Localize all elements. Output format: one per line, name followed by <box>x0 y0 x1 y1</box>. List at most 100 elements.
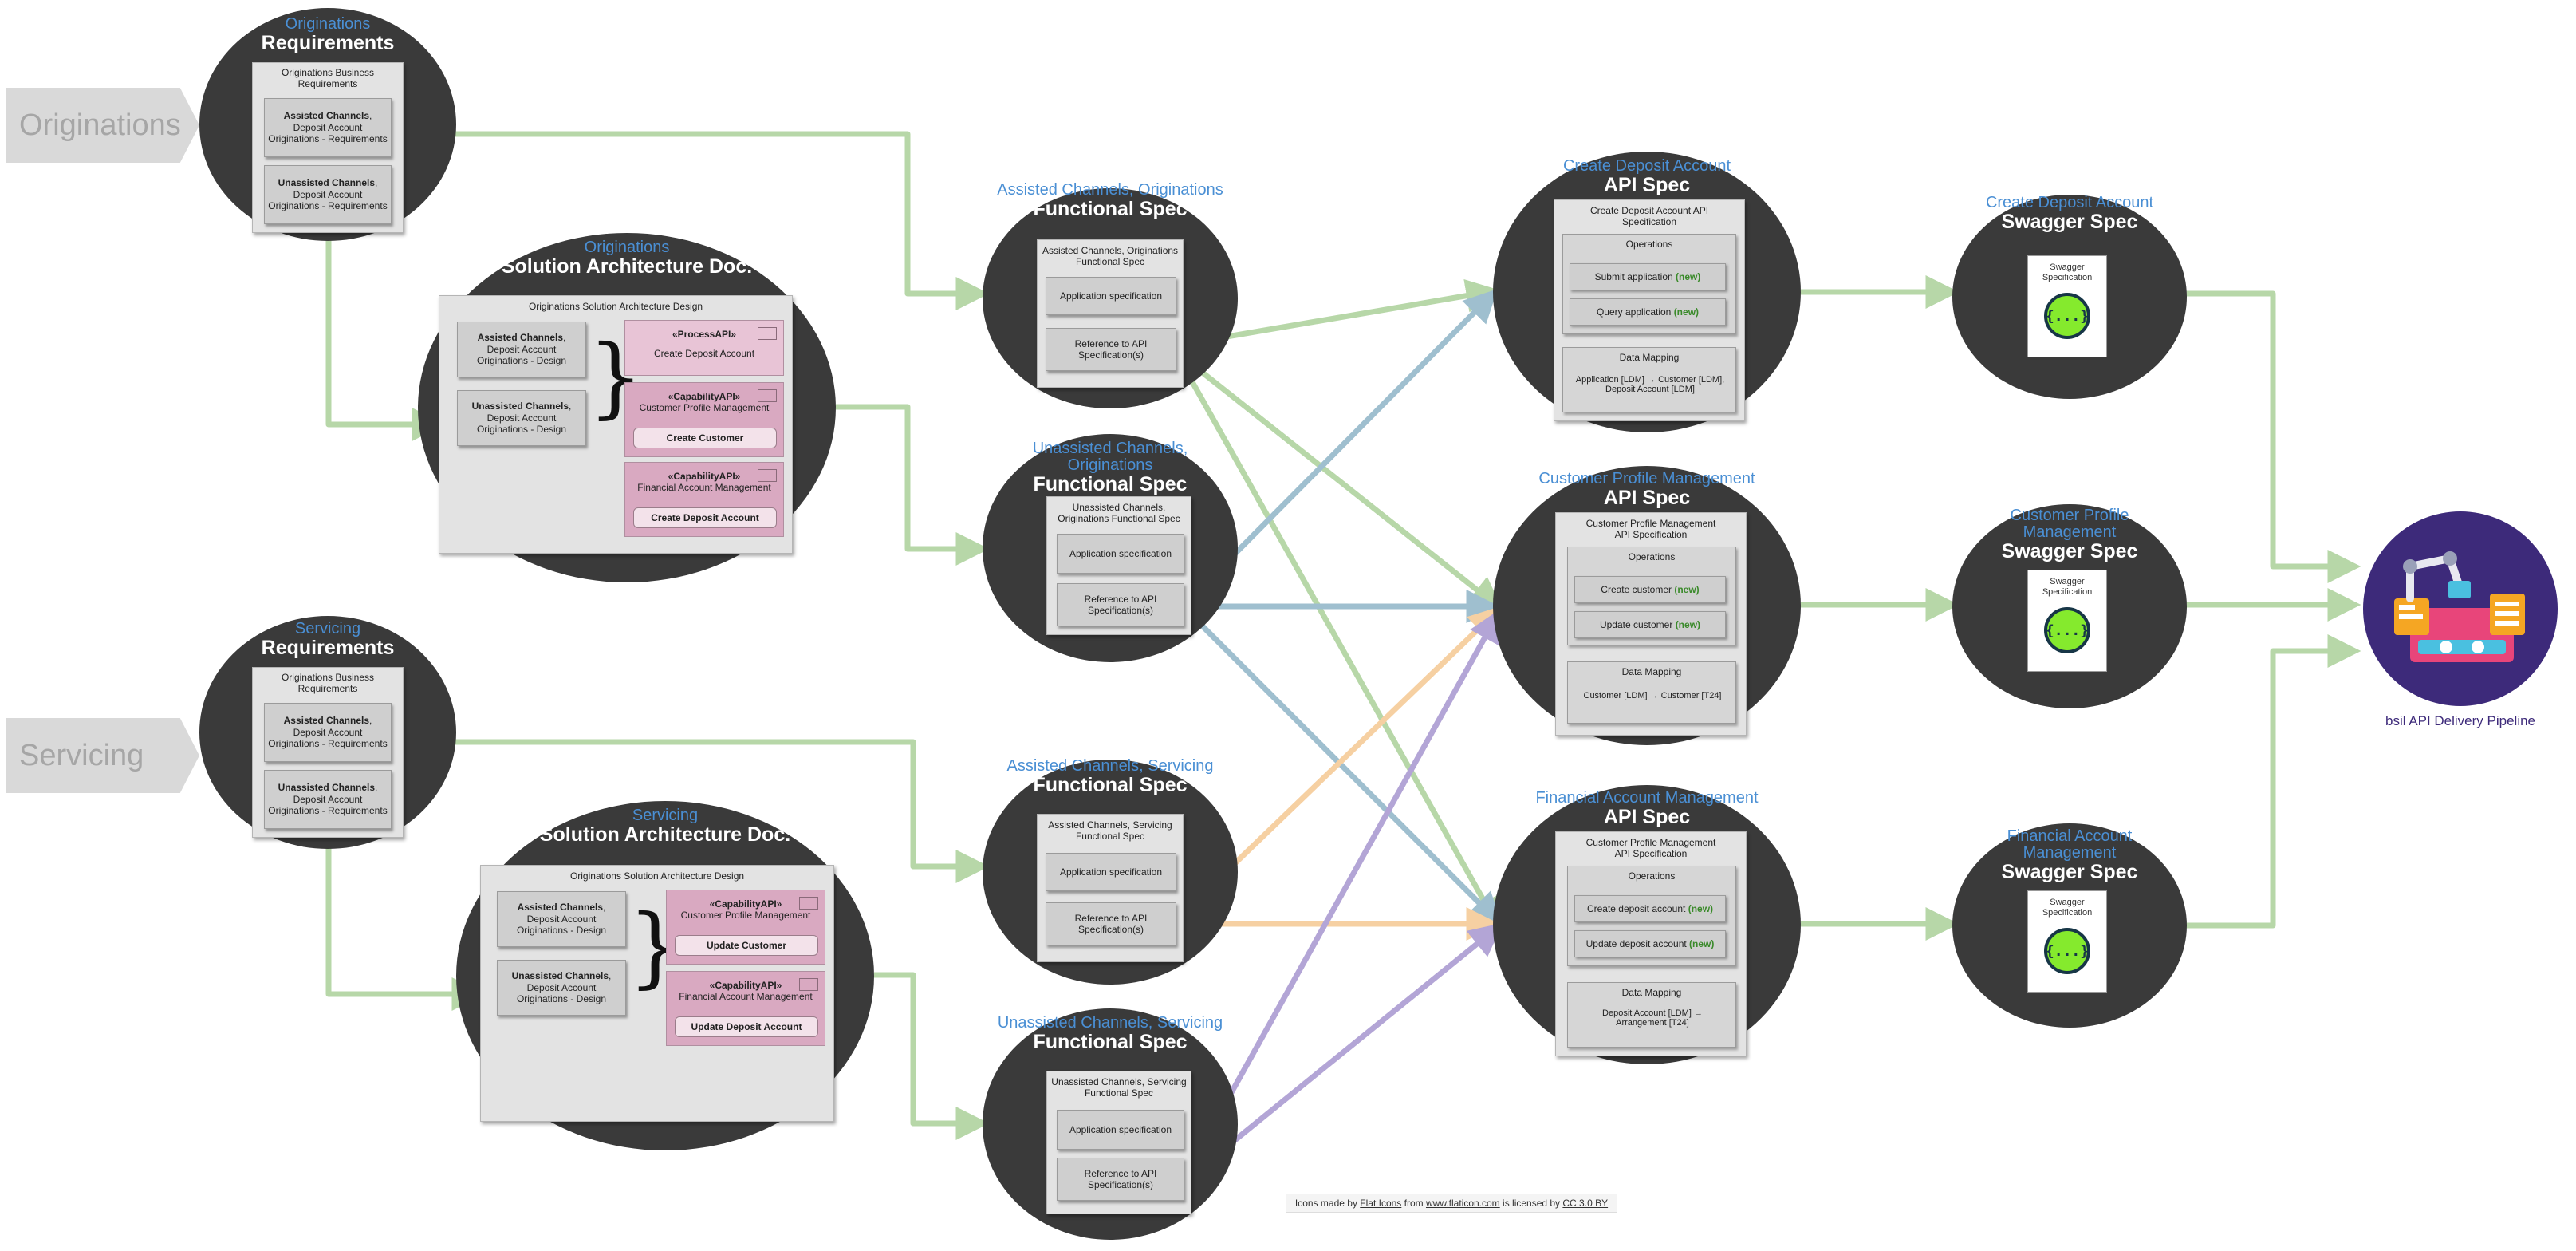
node-subtitle: Customer Profile Management <box>1538 470 1755 487</box>
capability-api-card-financial[interactable]: «CapabilityAPI» Financial Account Manage… <box>666 971 825 1046</box>
operation-create-deposit-account[interactable]: Create deposit account (new) <box>1574 895 1726 922</box>
node-subtitle: Assisted Channels, Servicing <box>1006 757 1214 775</box>
group-title: Data Mapping <box>1621 987 1682 998</box>
process-api-card[interactable]: «ProcessAPI» Create Deposit Account <box>624 320 784 376</box>
business-requirements-document[interactable]: Originations Business Requirements Assis… <box>252 667 404 838</box>
document-title: Create Deposit Account API Specification <box>1589 205 1709 228</box>
requirements-card-assisted[interactable]: Assisted Channels, Deposit Account Origi… <box>264 98 392 157</box>
operation-update-deposit-account[interactable]: Update deposit account (new) <box>1574 930 1726 957</box>
operation-submit-application[interactable]: Submit application (new) <box>1570 263 1726 290</box>
card-label: , Deposit Account Originations - Design <box>476 332 567 367</box>
operation-label: Create deposit account <box>1586 903 1686 914</box>
connector-fs2-api3 <box>1184 608 1503 926</box>
node-subtitle: Financial Account Management <box>1535 789 1759 807</box>
requirements-card-unassisted[interactable]: Unassisted Channels, Deposit Account Ori… <box>264 770 392 829</box>
document-title: Assisted Channels, Servicing Functional … <box>1048 819 1172 843</box>
api-reference-card[interactable]: Reference to API Specification(s) <box>1057 583 1184 626</box>
application-specification-card[interactable]: Application specification <box>1057 534 1184 574</box>
document-title: Originations Business Requirements <box>281 67 375 90</box>
pipeline-node[interactable] <box>2362 511 2558 707</box>
swagger-spec-title: Financial Account Management Swagger Spe… <box>1920 828 2219 883</box>
node-subtitle: Originations <box>584 239 670 256</box>
api-name: Financial Account Management <box>637 482 771 493</box>
requirements-card-assisted[interactable]: Assisted Channels, Deposit Account Origi… <box>264 703 392 762</box>
application-specification-card[interactable]: Application specification <box>1046 853 1176 891</box>
capability-api-card-financial[interactable]: «CapabilityAPI» Financial Account Manage… <box>624 462 784 537</box>
document-title: Unassisted Channels, Originations Functi… <box>1058 502 1180 525</box>
node-subtitle: Unassisted Channels, Servicing <box>997 1014 1223 1032</box>
mapping-text: Deposit Account [LDM] → Arrangement [T24… <box>1602 1008 1703 1028</box>
functional-spec-document[interactable]: Assisted Channels, Originations Function… <box>1037 239 1184 388</box>
node-title: Swagger Spec <box>2001 861 2138 883</box>
operations-group: Operations Create customer (new) Update … <box>1567 547 1736 645</box>
connector-swagger3-pipeline <box>2187 634 2361 929</box>
connector-orig-req-sad <box>325 239 446 441</box>
group-title: Operations <box>1628 870 1676 882</box>
create-deposit-account-operation[interactable]: Create Deposit Account <box>633 507 777 528</box>
application-specification-card[interactable]: Application specification <box>1057 1110 1184 1150</box>
operation-update-customer[interactable]: Update customer (new) <box>1574 611 1726 638</box>
node-subtitle: Servicing <box>294 620 361 637</box>
card-bold-label: Unassisted Channels <box>471 401 569 412</box>
new-tag: (new) <box>1688 903 1714 914</box>
api-specification-document[interactable]: Customer Profile Management API Specific… <box>1555 831 1747 1056</box>
node-title: Functional Spec <box>1033 774 1188 796</box>
data-mapping-group: Data Mapping Application [LDM] → Custome… <box>1562 347 1736 412</box>
node-title: Requirements <box>261 32 395 54</box>
swagger-document[interactable]: Swagger Specification {...} <box>2027 255 2107 357</box>
business-requirements-document[interactable]: Originations Business Requirements Assis… <box>252 62 404 233</box>
originations-requirements-title: Originations Requirements <box>199 16 456 54</box>
functional-spec-document[interactable]: Unassisted Channels, Originations Functi… <box>1046 496 1191 635</box>
footer-text: from <box>1401 1198 1426 1209</box>
api-specification-document[interactable]: Create Deposit Account API Specification… <box>1554 199 1745 421</box>
card-label: , Deposit Account Originations - Design <box>516 902 607 937</box>
lane-label-servicing: Servicing <box>6 718 199 793</box>
design-card-assisted[interactable]: Assisted Channels, Deposit Account Origi… <box>457 322 586 377</box>
functional-spec-document[interactable]: Assisted Channels, Servicing Functional … <box>1037 814 1184 962</box>
connector-swagger1-pipeline <box>2187 290 2361 583</box>
capability-api-card-customer[interactable]: «CapabilityAPI» Customer Profile Managem… <box>666 890 825 965</box>
requirements-card-unassisted[interactable]: Unassisted Channels, Deposit Account Ori… <box>264 165 392 224</box>
node-title: Functional Spec <box>1033 473 1188 495</box>
node-subtitle: Servicing <box>632 807 699 824</box>
operation-query-application[interactable]: Query application (new) <box>1570 298 1726 326</box>
footer-text: is licensed by <box>1499 1198 1563 1209</box>
license-link[interactable]: CC 3.0 BY <box>1562 1198 1609 1209</box>
swagger-document[interactable]: Swagger Specification {...} <box>2027 570 2107 672</box>
operation-label: Query application <box>1596 306 1672 318</box>
api-reference-card[interactable]: Reference to API Specification(s) <box>1046 902 1176 945</box>
operation-label: Submit application <box>1594 271 1673 282</box>
api-reference-card[interactable]: Reference to API Specification(s) <box>1046 328 1176 371</box>
site-link[interactable]: www.flaticon.com <box>1425 1198 1500 1209</box>
new-tag: (new) <box>1676 271 1701 282</box>
author-link[interactable]: Flat Icons <box>1360 1198 1402 1209</box>
update-customer-operation[interactable]: Update Customer <box>675 935 818 956</box>
update-deposit-account-operation[interactable]: Update Deposit Account <box>675 1016 818 1037</box>
application-specification-card[interactable]: Application specification <box>1046 277 1176 315</box>
card-label: , Deposit Account Originations - Require… <box>268 715 388 750</box>
api-spec-title: Create Deposit Account API Spec <box>1493 158 1801 196</box>
capability-api-card-customer[interactable]: «CapabilityAPI» Customer Profile Managem… <box>624 382 784 457</box>
card-label: , Deposit Account Originations - Design <box>516 970 612 1005</box>
document-title: Unassisted Channels, Servicing Functiona… <box>1051 1076 1187 1099</box>
swagger-document[interactable]: Swagger Specification {...} <box>2027 890 2107 993</box>
node-title: Swagger Spec <box>2001 540 2138 562</box>
create-customer-operation[interactable]: Create Customer <box>633 428 777 448</box>
functional-spec-document[interactable]: Unassisted Channels, Servicing Functiona… <box>1046 1071 1191 1214</box>
connector-fs1-api2 <box>1178 353 1503 611</box>
document-title: Customer Profile Management API Specific… <box>1585 518 1716 541</box>
solution-architecture-document[interactable]: Originations Solution Architecture Desig… <box>480 865 834 1122</box>
design-card-unassisted[interactable]: Unassisted Channels, Deposit Account Ori… <box>457 390 586 446</box>
connector-orig-sad-fs <box>836 404 990 566</box>
solution-architecture-document[interactable]: Originations Solution Architecture Desig… <box>439 295 793 554</box>
design-card-assisted[interactable]: Assisted Channels, Deposit Account Origi… <box>497 891 626 947</box>
group-title: Operations <box>1628 551 1676 562</box>
operation-create-customer[interactable]: Create customer (new) <box>1574 576 1726 603</box>
servicing-requirements-title: Servicing Requirements <box>199 620 456 659</box>
api-specification-document[interactable]: Customer Profile Management API Specific… <box>1555 512 1747 736</box>
swagger-logo-icon: {...} <box>2044 293 2090 340</box>
node-subtitle: Unassisted Channels, Originations <box>1032 440 1188 474</box>
design-card-unassisted[interactable]: Unassisted Channels, Deposit Account Ori… <box>497 960 626 1016</box>
operation-label: Update customer <box>1599 619 1673 630</box>
api-reference-card[interactable]: Reference to API Specification(s) <box>1057 1158 1184 1201</box>
